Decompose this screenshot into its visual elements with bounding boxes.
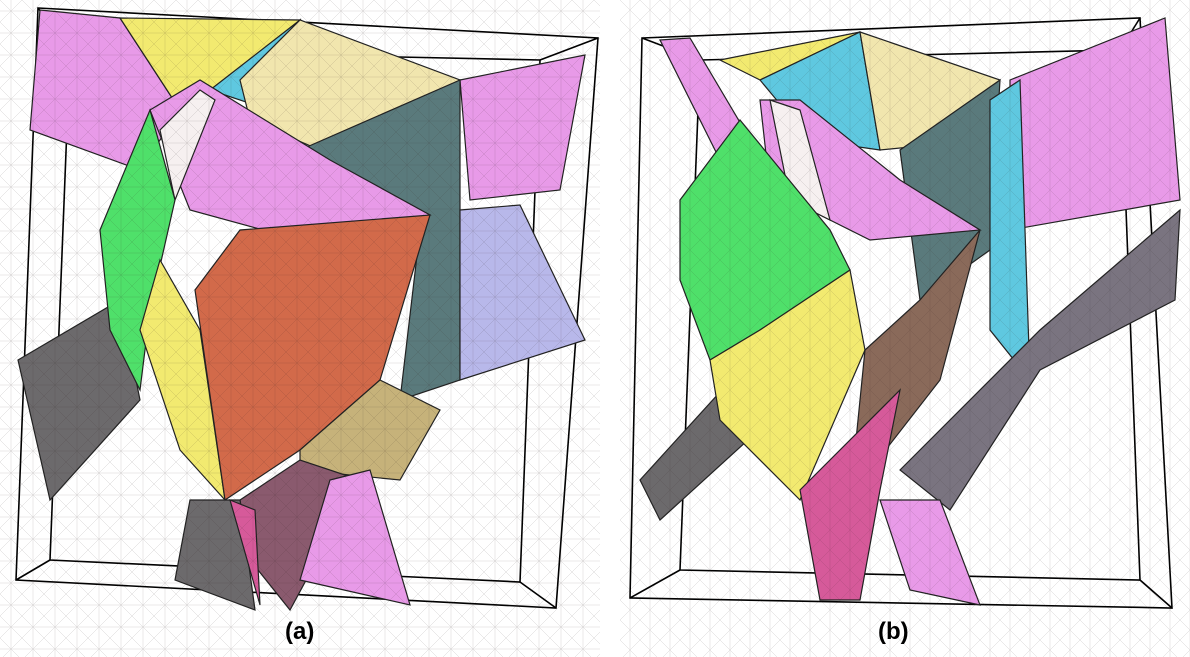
surface-patches-a (0, 0, 600, 657)
mesh-illustration-a (0, 0, 600, 657)
caption-b: (b) (878, 618, 909, 645)
figure-panel-b (620, 0, 1190, 657)
mesh-illustration-b (620, 0, 1190, 657)
figure-panel-a: (a) (0, 0, 600, 657)
caption-a: (a) (285, 618, 315, 645)
surface-patches-b (620, 0, 1190, 657)
